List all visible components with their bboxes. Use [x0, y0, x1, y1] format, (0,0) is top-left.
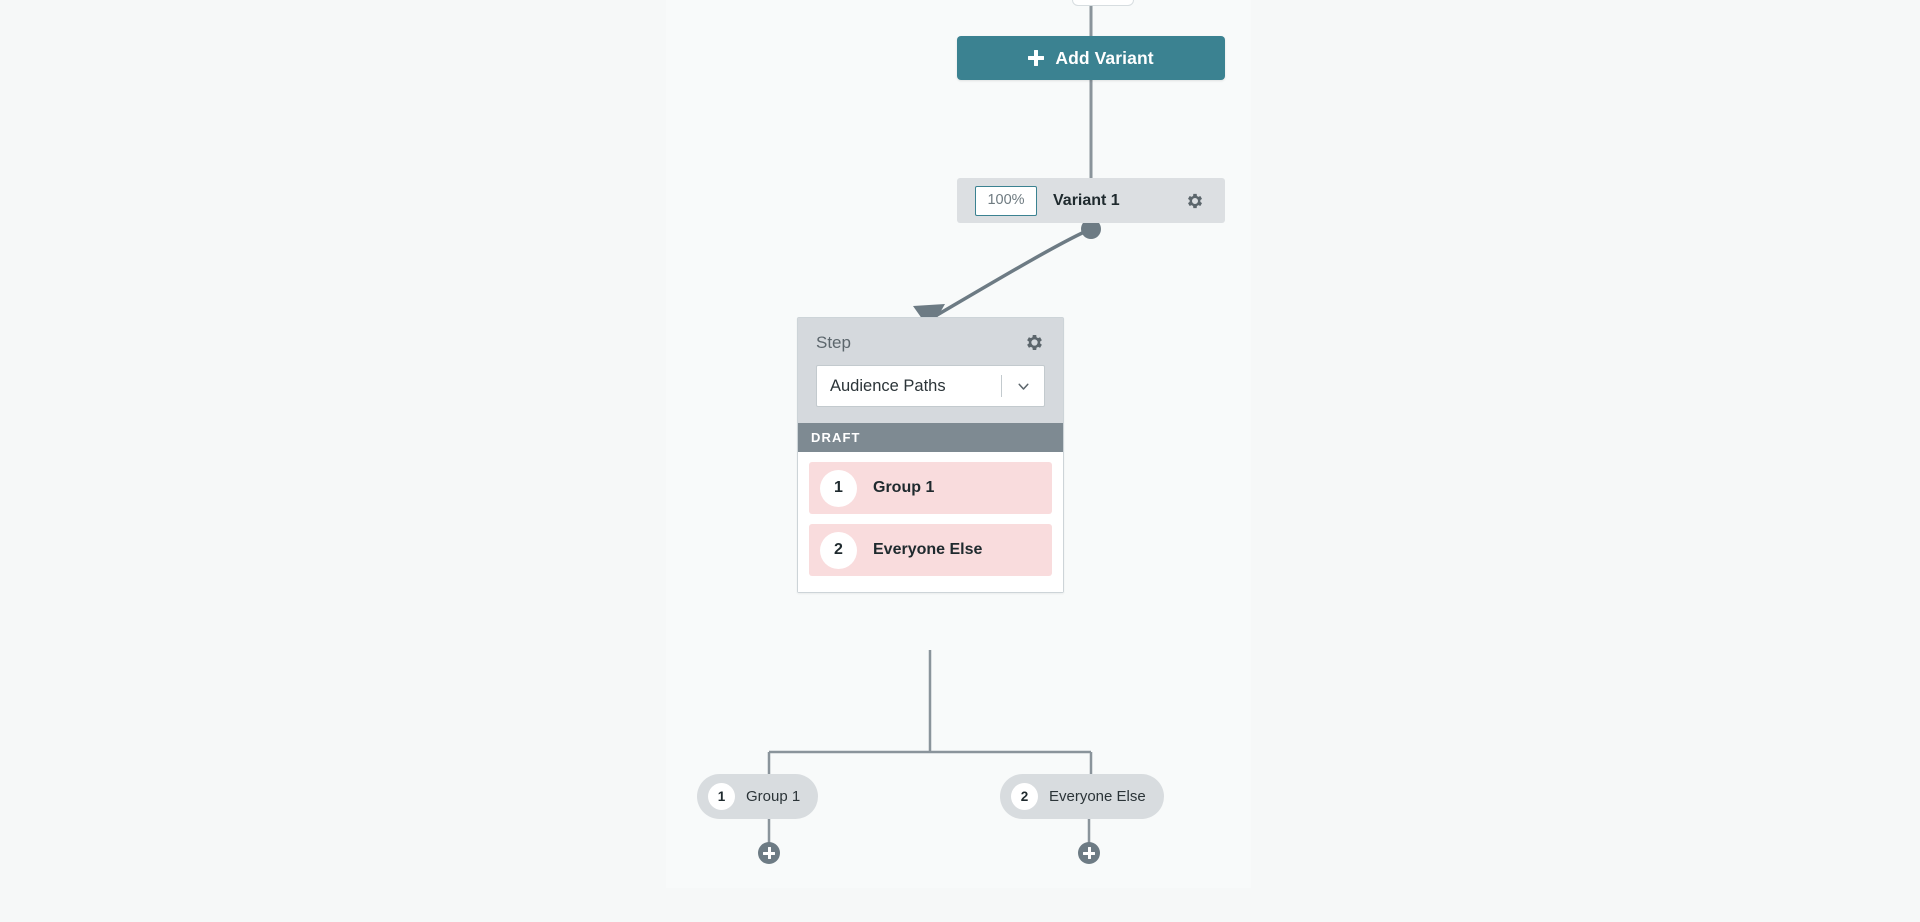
status-badge: DRAFT [798, 423, 1063, 452]
step-type-value: Audience Paths [830, 376, 946, 395]
variant-row[interactable]: 100% Variant 1 [957, 178, 1225, 223]
group-label: Everyone Else [873, 541, 983, 558]
group-number-badge: 2 [820, 531, 857, 569]
previous-node-stub[interactable] [1072, 0, 1134, 6]
group-row[interactable]: 2 Everyone Else [809, 524, 1052, 576]
branch-node-group-1[interactable]: 1 Group 1 [697, 774, 819, 819]
add-variant-label: Add Variant [1055, 47, 1154, 68]
branch-number-badge: 1 [708, 783, 735, 810]
step-title: Step [816, 332, 851, 352]
variant-percentage-input[interactable]: 100% [975, 185, 1037, 216]
add-step-button-everyone-else[interactable] [1078, 842, 1100, 864]
branch-label: Everyone Else [1049, 788, 1146, 805]
step-card[interactable]: Step Audience Paths DRAFT [797, 317, 1064, 593]
select-divider [1001, 375, 1002, 397]
group-row[interactable]: 1 Group 1 [809, 462, 1052, 514]
group-number-badge: 1 [820, 469, 857, 507]
variant-settings-button[interactable] [1185, 191, 1205, 211]
branch-number-badge: 2 [1011, 783, 1038, 810]
plus-icon [1028, 50, 1045, 66]
branch-node-everyone-else[interactable]: 2 Everyone Else [1000, 774, 1164, 819]
branch-label: Group 1 [746, 788, 801, 805]
step-card-header: Step Audience Paths [798, 318, 1063, 423]
add-step-button-group-1[interactable] [758, 842, 780, 864]
gear-icon [1027, 334, 1042, 351]
chevron-down-icon[interactable] [1002, 378, 1044, 395]
step-settings-button[interactable] [1024, 332, 1045, 353]
step-type-select[interactable]: Audience Paths [816, 365, 1045, 407]
gear-icon [1188, 193, 1202, 208]
add-variant-button[interactable]: Add Variant [957, 36, 1225, 80]
group-list: 1 Group 1 2 Everyone Else [798, 452, 1063, 592]
variant-name-label: Variant 1 [1053, 191, 1120, 209]
group-label: Group 1 [873, 479, 935, 496]
